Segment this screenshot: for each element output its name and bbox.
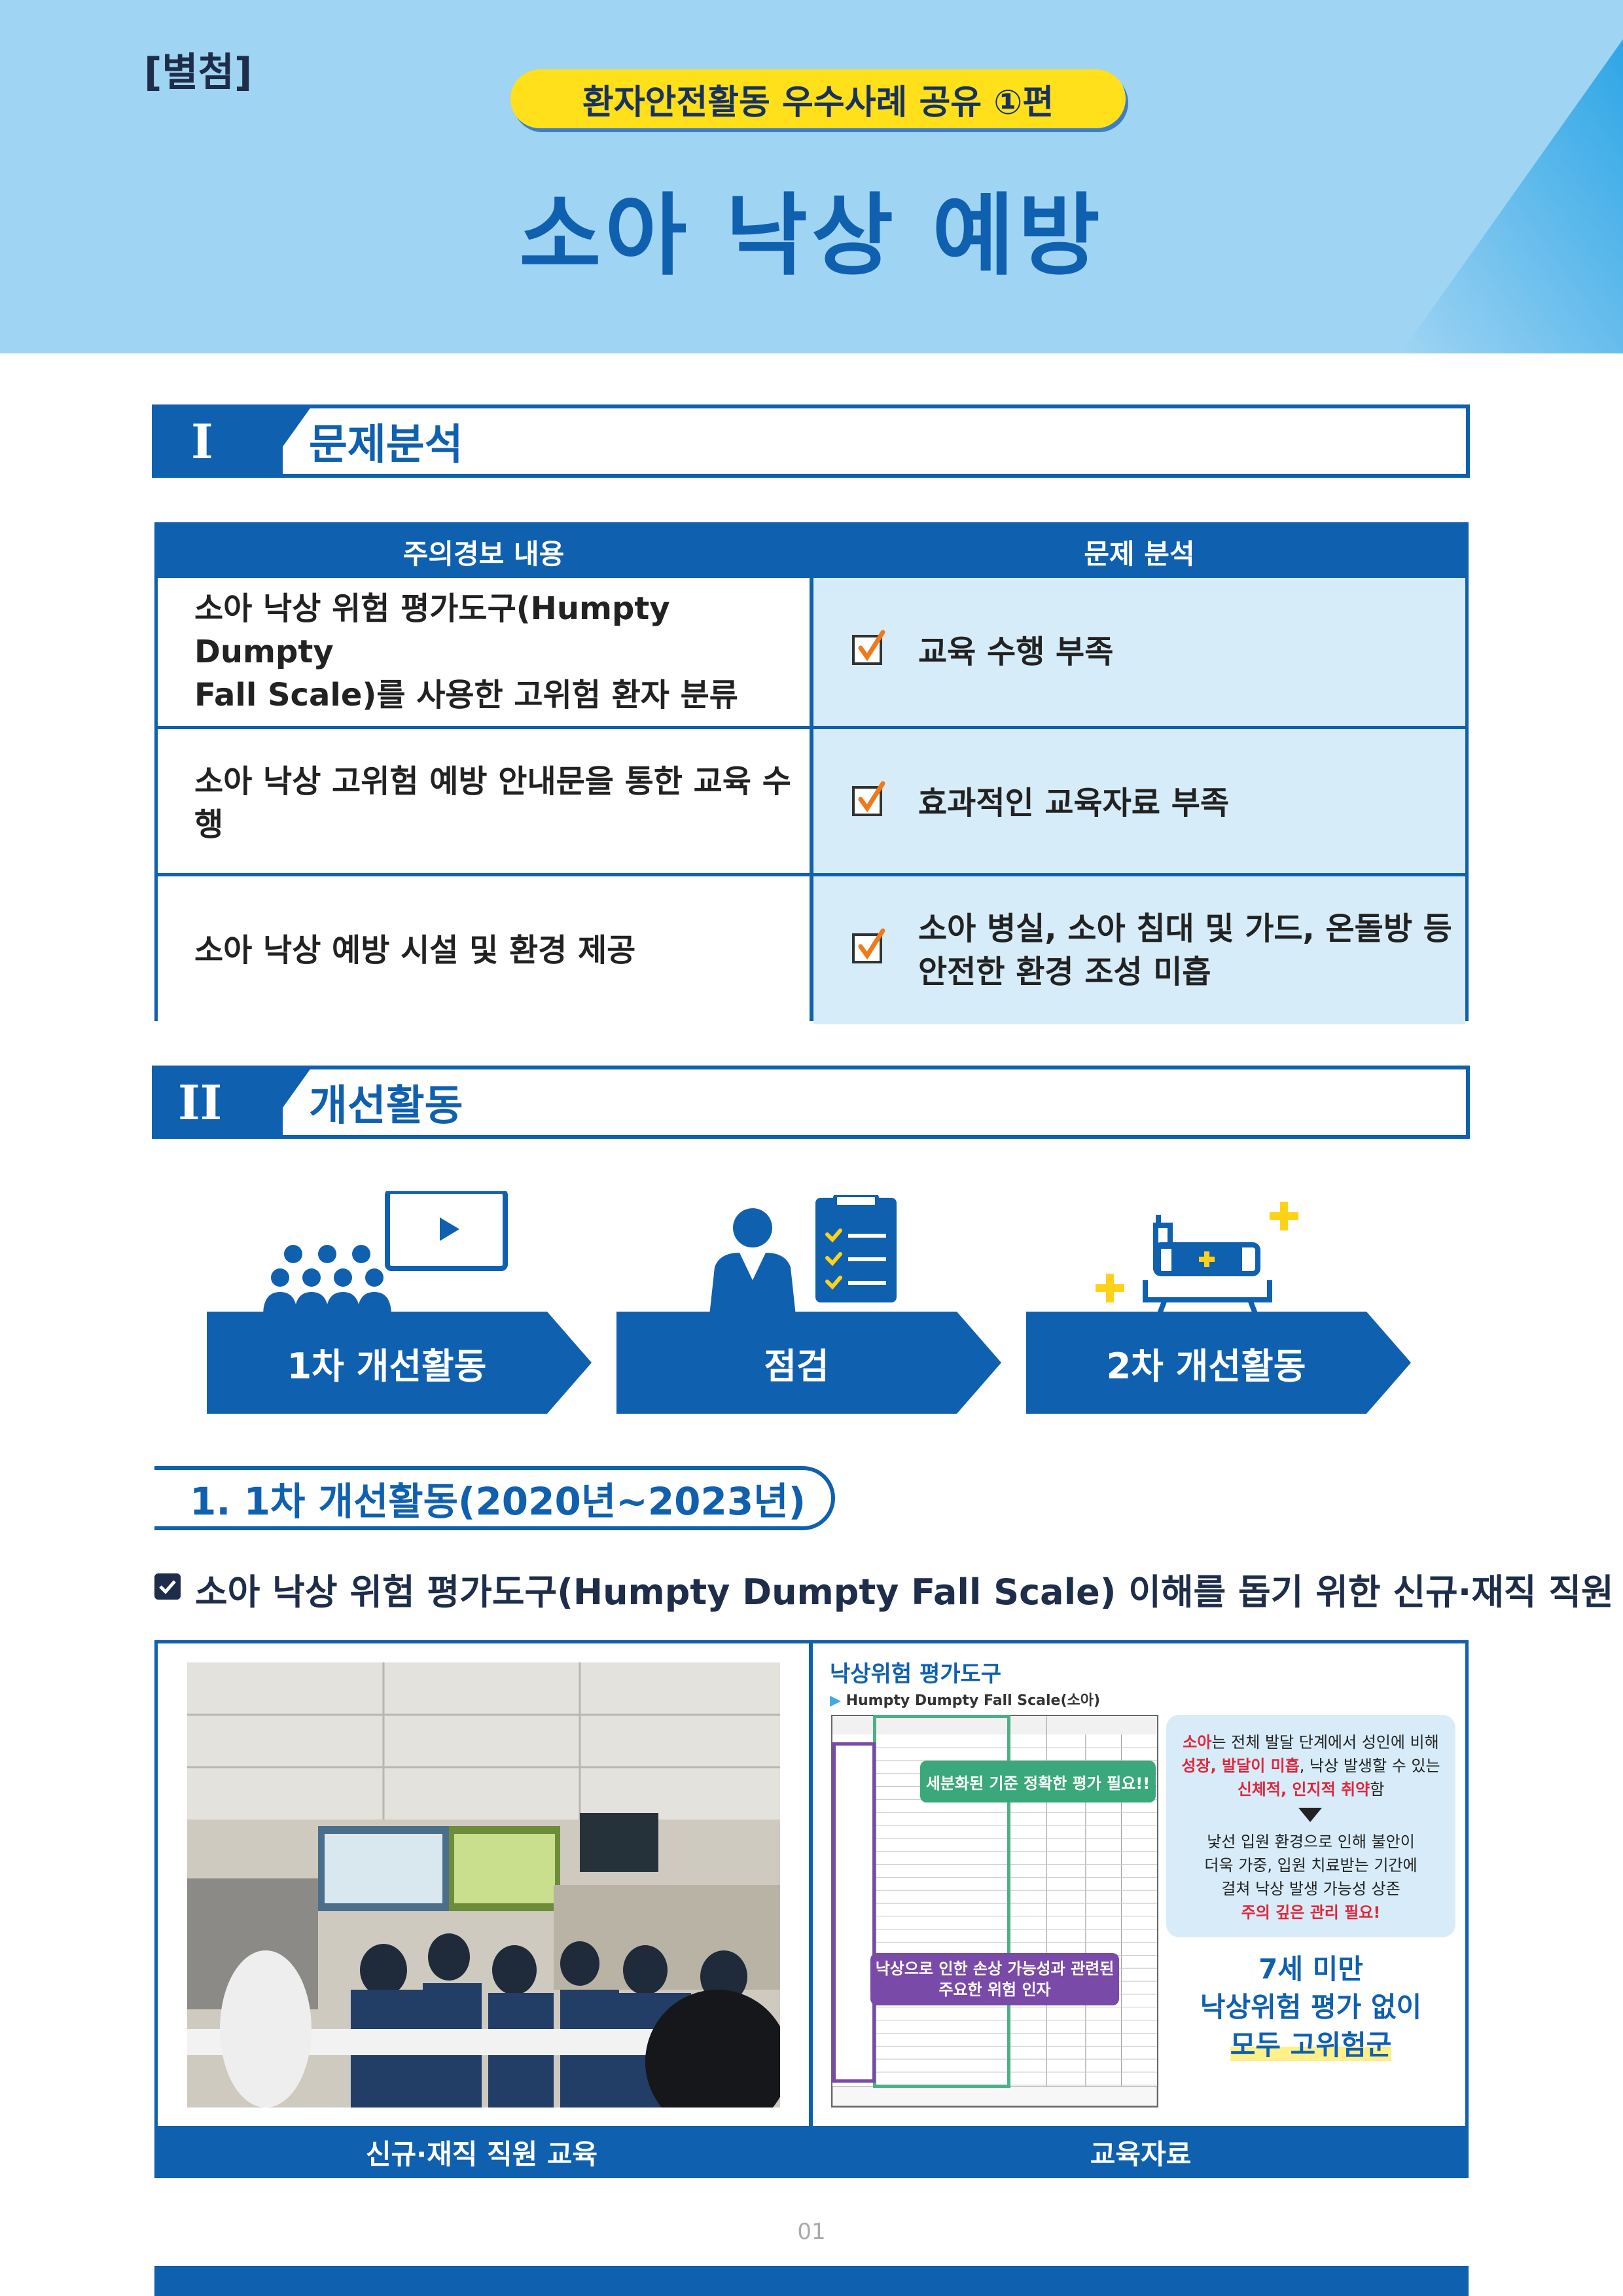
checkbox-checked-icon	[852, 928, 885, 963]
checkbox-checked-icon	[852, 630, 885, 665]
hospital-bed-icon	[1096, 1202, 1298, 1317]
table-column-divider	[810, 526, 813, 1018]
material-title: 낙상위험 평가도구	[830, 1661, 1002, 1687]
process-flow	[207, 1312, 1411, 1414]
page-header	[0, 0, 1623, 353]
flow-step-inspection: 점검	[764, 1345, 829, 1387]
section-header-improvement: II 개선활동	[152, 1066, 1470, 1139]
section-title: 개선활동	[309, 1082, 463, 1130]
analysis-cell: 교육 수행 부족	[813, 578, 1465, 726]
criteria-note: 세분화된 기준 정확한 평가 필요!!	[920, 1761, 1156, 1803]
attachment-label: [별첨]	[144, 50, 253, 96]
table-header-analysis: 문제 분석	[813, 526, 1465, 578]
section-slant	[260, 404, 313, 478]
series-badge: 환자안전활동 우수사례 공유 ①편	[510, 69, 1126, 128]
section-slant	[260, 1066, 313, 1139]
triangle-bullet-icon: ▶	[830, 1693, 846, 1709]
header-decoration	[1400, 39, 1623, 353]
key-message: 7세 미만 낙상위험 평가 없이 모두 고위험군	[1200, 1953, 1422, 2061]
training-session-photo	[187, 1662, 780, 2108]
caption-staff-education: 신규·재직 직원 교육	[154, 2126, 809, 2178]
table-header-alert-content: 주의경보 내용	[158, 526, 810, 578]
page-title: 소아 낙상 예방	[519, 185, 1104, 288]
problem-analysis-table: 주의경보 내용 문제 분석 소아 낙상 위험 평가도구(Humpty Dumpt…	[154, 522, 1469, 1024]
subsection-title: 1. 1차 개선활동(2020년~2023년)	[154, 1466, 835, 1530]
info-callout	[1166, 1715, 1455, 1937]
info-text-top: 소아는 전체 발달 단계에서 성인에 비해 성장, 발달이 미흡, 낙상 발생할…	[1181, 1733, 1440, 1799]
checkbox-checked-icon	[852, 781, 885, 816]
footer-bar	[154, 2266, 1469, 2296]
checkbox-bullet-icon	[154, 1573, 181, 1600]
alert-content-cell: 소아 낙상 고위험 예방 안내문을 통한 교육 수행	[158, 729, 810, 877]
panel-divider	[809, 1640, 813, 2178]
flow-step-second-improvement: 2차 개선활동	[1106, 1345, 1306, 1387]
table-row: 소아 낙상 예방 시설 및 환경 제공 소아 병실, 소아 침대 및 가드, 온…	[158, 876, 1465, 1024]
flow-step-first-improvement: 1차 개선활동	[287, 1345, 487, 1387]
material-subtitle: ▶ Humpty Dumpty Fall Scale(소아)	[830, 1693, 1101, 1709]
bullet-text: 소아 낙상 위험 평가도구(Humpty Dumpty Fall Scale) …	[195, 1571, 1623, 1613]
highlight-factor-box	[832, 1742, 876, 2083]
down-arrow-icon	[1298, 1808, 1322, 1822]
caption-education-material: 교육자료	[813, 2126, 1469, 2178]
info-text-bottom: 낯선 입원 환경으로 인해 불안이 더욱 가중, 입원 치료받는 기간에 걸쳐 …	[1204, 1833, 1418, 1922]
page-number: 01	[797, 2219, 826, 2245]
alert-content-cell: 소아 낙상 예방 시설 및 환경 제공	[158, 876, 810, 1024]
section-header-problem-analysis: I 문제분석	[152, 404, 1470, 478]
table-row: 소아 낙상 고위험 예방 안내문을 통한 교육 수행 효과적인 교육자료 부족	[158, 729, 1465, 877]
section-title: 문제분석	[309, 421, 463, 469]
inspection-person-icon	[709, 1195, 897, 1316]
analysis-cell: 효과적인 교육자료 부족	[813, 729, 1465, 877]
education-group-icon	[263, 1191, 508, 1316]
